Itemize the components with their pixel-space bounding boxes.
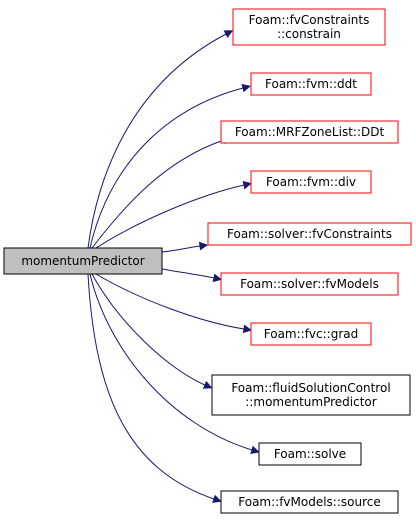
target-node-box bbox=[220, 272, 399, 296]
target-node-label: Foam::solver::fvConstraints bbox=[227, 227, 392, 241]
target-node-7[interactable]: Foam::fluidSolutionControl::momentumPred… bbox=[211, 374, 411, 416]
target-node-0[interactable]: Foam::fvConstraints::constrain bbox=[232, 8, 386, 46]
call-edge-8 bbox=[89, 273, 253, 451]
call-edge-2 bbox=[91, 139, 225, 249]
source-node-label: momentumPredictor bbox=[21, 254, 144, 268]
call-edges bbox=[87, 30, 260, 503]
target-node-box bbox=[232, 8, 386, 46]
arrowhead-icon bbox=[242, 180, 252, 190]
target-node-box bbox=[207, 222, 412, 246]
arrowhead-icon bbox=[212, 273, 222, 283]
arrowhead-icon bbox=[242, 324, 253, 334]
target-node-1[interactable]: Foam::fvm::ddt bbox=[250, 72, 372, 96]
target-node-6[interactable]: Foam::fvc::grad bbox=[250, 322, 372, 346]
arrowhead-icon bbox=[202, 380, 213, 389]
target-node-2[interactable]: Foam::MRFZoneList::DDt bbox=[220, 120, 399, 144]
target-node-label: Foam::solve bbox=[274, 447, 346, 461]
arrowhead-icon bbox=[250, 445, 260, 454]
call-edge-6 bbox=[95, 273, 245, 330]
source-node[interactable]: momentumPredictor bbox=[3, 247, 163, 275]
target-node-box bbox=[211, 374, 411, 416]
call-edge-5 bbox=[161, 268, 215, 279]
arrowhead-icon bbox=[198, 241, 209, 251]
target-node-label: Foam::fvConstraints bbox=[249, 13, 370, 27]
target-node-9[interactable]: Foam::fvModels::source bbox=[220, 490, 399, 514]
target-node-box bbox=[250, 322, 372, 346]
target-node-label: ::momentumPredictor bbox=[245, 395, 376, 409]
call-edge-7 bbox=[91, 273, 206, 386]
graph-nodes: momentumPredictor Foam::fvConstraints::c… bbox=[3, 8, 412, 514]
target-node-label: Foam::solver::fvModels bbox=[240, 277, 379, 291]
target-node-3[interactable]: Foam::fvm::div bbox=[250, 170, 372, 194]
target-node-5[interactable]: Foam::solver::fvModels bbox=[220, 272, 399, 296]
target-node-label: Foam::MRFZoneList::DDt bbox=[235, 125, 385, 139]
call-edge-0 bbox=[87, 33, 227, 249]
target-node-4[interactable]: Foam::solver::fvConstraints bbox=[207, 222, 412, 246]
call-edge-9 bbox=[87, 273, 215, 500]
call-edge-1 bbox=[89, 87, 244, 249]
arrowhead-icon bbox=[241, 83, 251, 93]
target-node-label: ::constrain bbox=[277, 27, 341, 41]
arrowhead-icon bbox=[212, 494, 222, 503]
target-node-box bbox=[258, 442, 362, 466]
target-node-label: Foam::fvm::div bbox=[266, 175, 356, 189]
target-node-8[interactable]: Foam::solve bbox=[258, 442, 362, 466]
target-node-label: Foam::fvm::ddt bbox=[265, 77, 357, 91]
call-edge-3 bbox=[95, 184, 245, 249]
target-node-box bbox=[250, 170, 372, 194]
target-node-label: Foam::fluidSolutionControl bbox=[231, 381, 390, 395]
target-node-label: Foam::fvc::grad bbox=[264, 327, 358, 341]
target-node-label: Foam::fvModels::source bbox=[238, 495, 381, 509]
target-node-box bbox=[250, 72, 372, 96]
arrowhead-icon bbox=[223, 30, 234, 39]
target-node-box bbox=[220, 120, 399, 144]
call-edge-4 bbox=[161, 245, 201, 253]
target-node-box bbox=[220, 490, 399, 514]
